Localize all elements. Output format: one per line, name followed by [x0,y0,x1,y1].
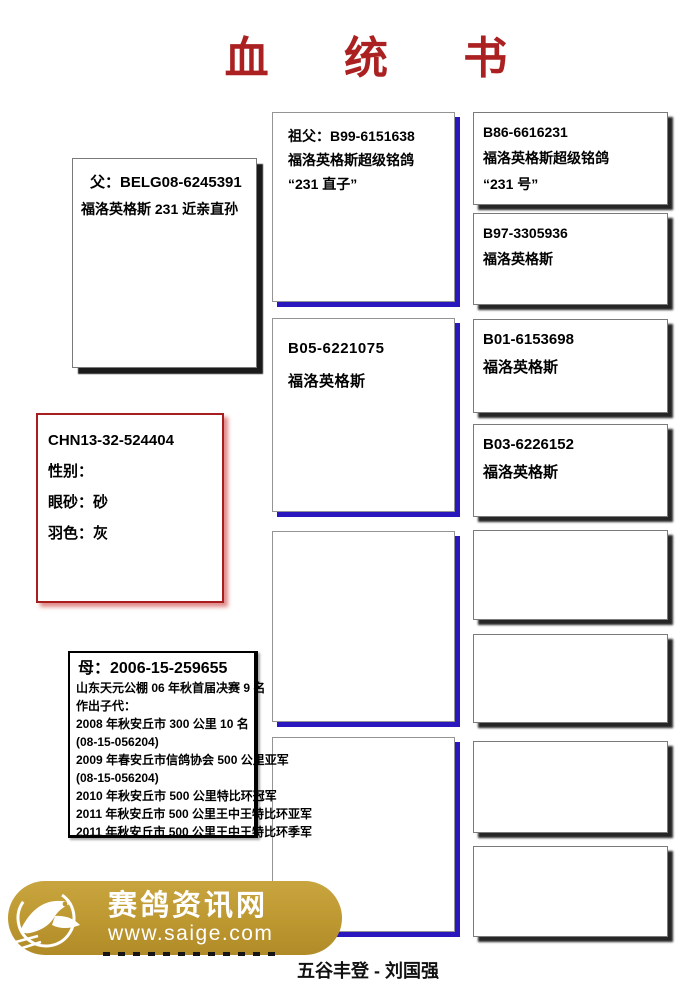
great-grandparent-box-4: B03-6226152 福洛英格斯 [473,424,668,517]
saige-pigeon-logo-icon [11,888,80,952]
gg-strain: 福洛英格斯超级铭鸽 [483,150,609,166]
watermark-site-url: www.saige.com [108,922,274,945]
grandparent-box-grandsire: 祖父：B99-6151638 福洛英格斯超级铭鸽 “231 直子” [272,112,455,302]
mother-achievement: 2011 年秋安丘市 500 公里王中王特比环季军 [76,825,313,839]
grandparent-box-3-empty [272,531,455,722]
subject-box: CHN13-32-524404 性别： 眼砂：砂 羽色：灰 [36,413,224,603]
great-grandparent-box-1: B86-6616231 福洛英格斯超级铭鸽 “231 号” [473,112,668,205]
obscured-text-fragment [103,952,283,956]
mother-achievement: 2008 年秋安丘市 300 公里 10 名 [76,717,249,731]
mother-achievement: (08-15-056204) [76,735,159,749]
gg-strain: 福洛英格斯 [483,251,553,267]
mother-achievement: (08-15-056204) [76,771,159,785]
great-grandparent-box-8-empty [473,846,668,937]
great-grandparent-box-2: B97-3305936 福洛英格斯 [473,213,668,305]
subject-eye: 眼砂：砂 [48,494,109,511]
mother-achievement: 作出子代： [76,699,137,713]
grandsire-strain: 福洛英格斯超级铭鸽 [288,152,414,168]
great-grandparent-box-6-empty [473,634,668,723]
pedigree-title: 血 统 书 [224,33,516,84]
mother-achievement: 2011 年秋安丘市 500 公里王中王特比环亚军 [76,807,313,821]
father-ring-number: 父：BELG08-6245391 [90,174,242,191]
gg-ring-number: B01-6153698 [483,331,574,348]
subject-feather-color: 羽色：灰 [48,525,109,542]
grandsire-note: “231 直子” [288,176,358,192]
subject-sex: 性别： [48,463,94,480]
great-grandparent-box-3: B01-6153698 福洛英格斯 [473,319,668,413]
great-grandparent-box-7-empty [473,741,668,833]
saige-watermark-badge: 赛鸽资讯网 www.saige.com [8,881,342,955]
gg-ring-number: B03-6226152 [483,436,574,453]
watermark-site-name: 赛鸽资讯网 [108,890,269,922]
grandparent-ring-number: B05-6221075 [288,340,385,357]
father-description: 福洛英格斯 231 近亲直孙 [81,201,239,217]
great-grandparent-box-5-empty [473,530,668,620]
gg-strain: 福洛英格斯 [483,464,559,481]
gg-ring-number: B97-3305936 [483,225,568,241]
subject-ring-number: CHN13-32-524404 [48,432,174,449]
mother-achievement: 山东天元公棚 06 年秋首届决赛 9 名 [76,681,266,695]
gg-note: “231 号” [483,176,539,192]
mother-ring-number: 母：2006-15-259655 [78,660,228,677]
father-box: 父：BELG08-6245391 福洛英格斯 231 近亲直孙 [72,158,257,368]
mother-achievement: 2010 年秋安丘市 500 公里特比环冠军 [76,789,277,803]
gg-strain: 福洛英格斯 [483,359,559,376]
loft-signature: 五谷丰登 - 刘国强 [297,961,439,981]
gg-ring-number: B86-6616231 [483,124,568,140]
grandparent-box-2: B05-6221075 福洛英格斯 [272,318,455,512]
mother-achievement: 2009 年春安丘市信鸽协会 500 公里亚军 [76,753,289,767]
grandparent-strain: 福洛英格斯 [288,373,366,390]
mother-box: 母：2006-15-259655 山东天元公棚 06 年秋首届决赛 9 名 作出… [68,651,313,839]
grandsire-ring-number: 祖父：B99-6151638 [288,128,415,144]
